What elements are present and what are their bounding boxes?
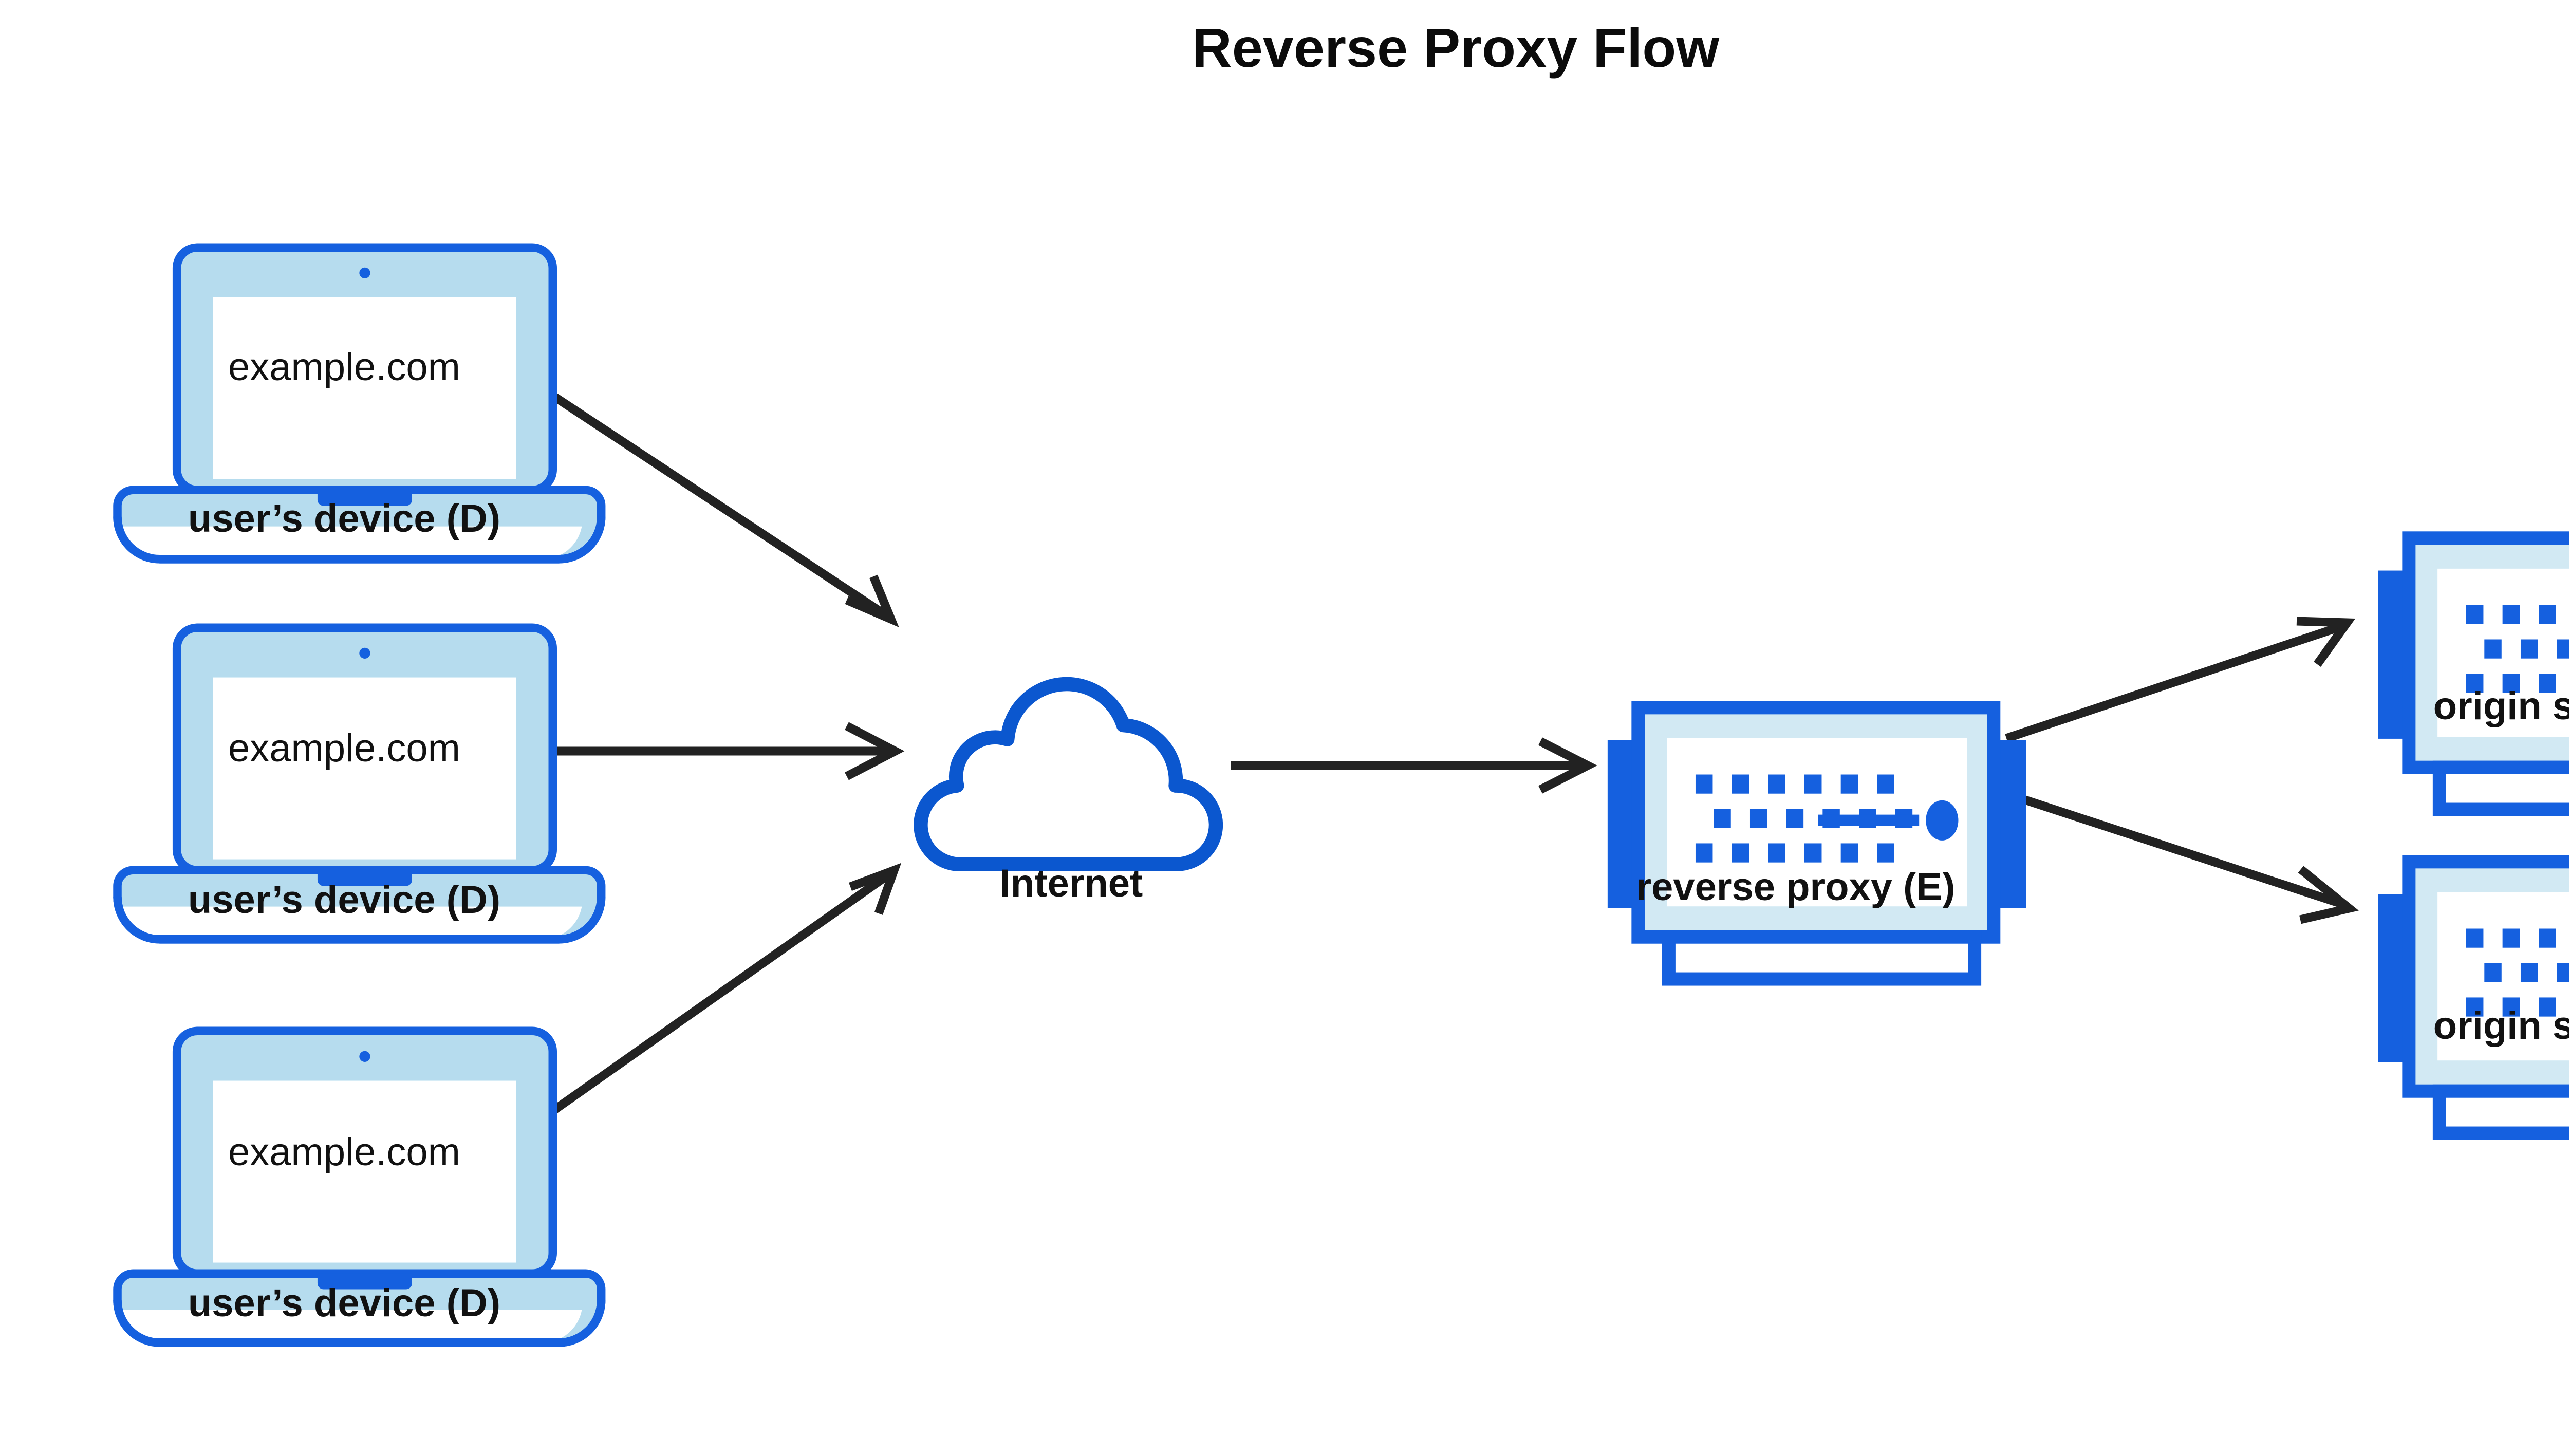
conn-proxy-to-origin-top (2005, 617, 2356, 743)
reverse-proxy-label: reverse proxy (E) (1636, 865, 1956, 909)
conn-proxy-to-origin-bottom (2005, 789, 2359, 924)
server-icon (1608, 707, 2026, 979)
connections-layer (501, 366, 2359, 1149)
device-middle-screen-text: example.com (228, 726, 460, 770)
device-top-label: user’s device (D) (188, 497, 500, 540)
node-internet[interactable]: Internet (921, 684, 1216, 905)
device-middle-label: user’s device (D) (188, 878, 500, 922)
device-bottom-label: user’s device (D) (188, 1281, 500, 1325)
server-icon (2378, 862, 2569, 1133)
page-title: Reverse Proxy Flow (1192, 16, 1720, 79)
cloud-icon (921, 684, 1216, 864)
conn-device-top-to-internet (511, 366, 899, 628)
conn-internet-to-proxy (1231, 737, 1597, 794)
origin-top-label: origin server (F) (2433, 684, 2569, 728)
node-origin-bottom[interactable]: origin server (F) (2378, 862, 2569, 1133)
origin-bottom-label: origin server (F) (2433, 1004, 2569, 1048)
device-top-screen-text: example.com (228, 345, 460, 389)
conn-device-middle-to-internet (511, 722, 905, 780)
conn-device-bottom-to-internet (501, 863, 902, 1149)
node-device-top[interactable]: example.com user’s device (D) (118, 248, 602, 559)
internet-label: Internet (1000, 862, 1143, 905)
node-device-middle[interactable]: example.com user’s device (D) (118, 628, 602, 940)
node-reverse-proxy[interactable]: reverse proxy (E) (1608, 707, 2026, 979)
device-bottom-screen-text: example.com (228, 1130, 460, 1174)
node-origin-top[interactable]: origin server (F) (2378, 538, 2569, 809)
server-icon (2378, 538, 2569, 809)
node-device-bottom[interactable]: example.com user’s device (D) (118, 1031, 602, 1343)
